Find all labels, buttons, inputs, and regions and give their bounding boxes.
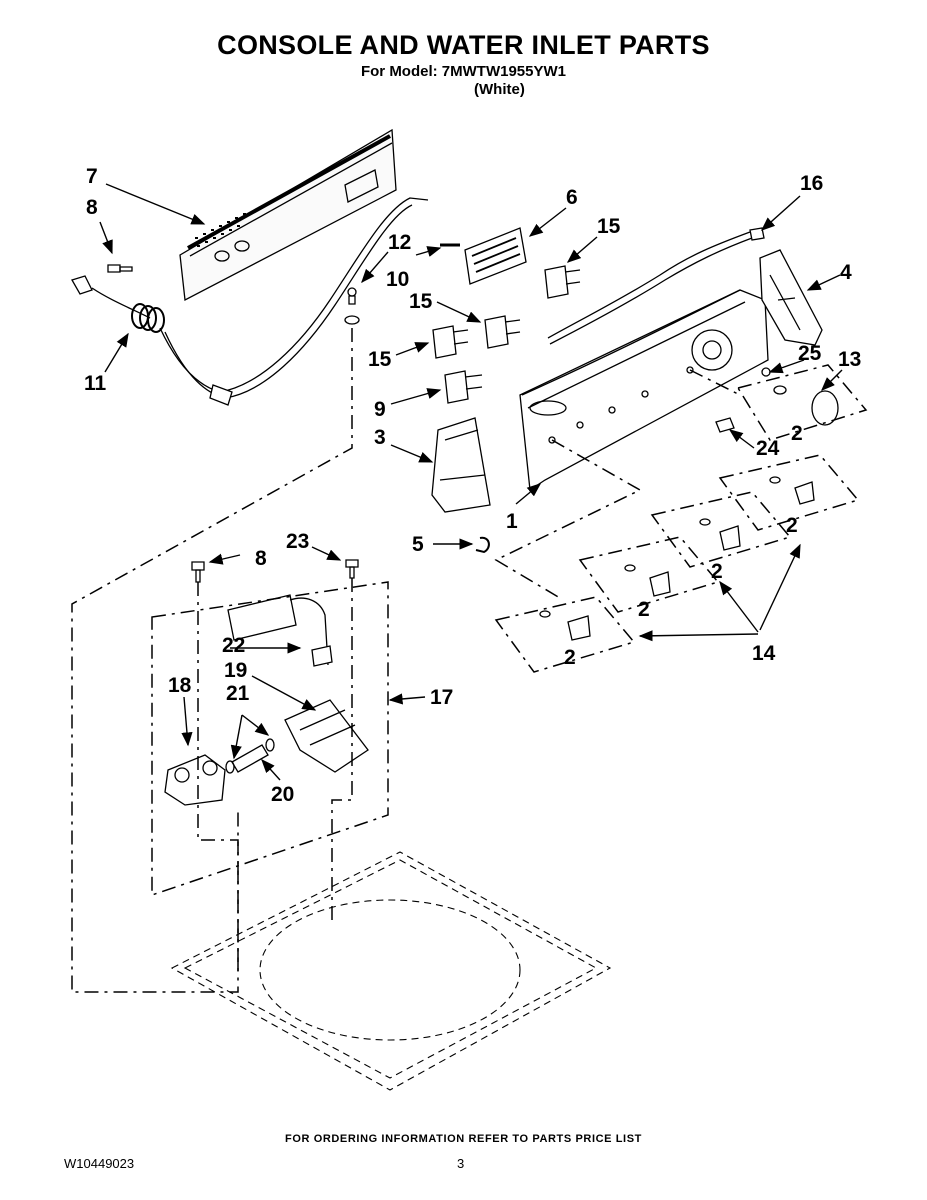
callout-14: 14 (752, 642, 776, 665)
callout-9: 9 (374, 398, 386, 421)
callout-2-d: 2 (638, 598, 650, 621)
switch-9 (444, 370, 483, 404)
callout-16: 16 (800, 172, 823, 195)
callout-23: 23 (286, 530, 309, 553)
callout-1: 1 (506, 510, 518, 533)
rear-console-panel (179, 128, 397, 302)
top-cover-outline (170, 851, 612, 1091)
callout-4: 4 (840, 261, 852, 284)
callout-20: 20 (271, 783, 294, 806)
clamp-21 (225, 738, 275, 774)
color-line: (White) (474, 81, 525, 98)
ordering-note: FOR ORDERING INFORMATION REFER TO PARTS … (285, 1133, 642, 1145)
knob-c (624, 564, 671, 597)
callout-17: 17 (430, 686, 453, 709)
model-line: For Model: 7MWTW1955YW1 (360, 63, 566, 80)
callout-19: 19 (224, 659, 247, 682)
knob-d (539, 610, 591, 641)
electronic-control (440, 227, 527, 285)
screw-8-bottom (191, 561, 205, 583)
callout-12: 12 (388, 231, 411, 254)
clip-5 (475, 536, 490, 554)
callout-22: 22 (222, 634, 245, 657)
screw-23 (345, 559, 359, 579)
callout-2-c: 2 (711, 560, 723, 583)
console (519, 289, 769, 492)
callout-25: 25 (798, 342, 822, 365)
page-number: 3 (457, 1156, 465, 1171)
callout-15-middle: 15 (409, 290, 433, 313)
callout-labels: 7 8 11 12 10 6 15 15 15 9 3 5 1 16 4 25 … (84, 165, 861, 806)
callout-3: 3 (374, 426, 386, 449)
callout-10: 10 (386, 268, 409, 291)
wire-harness (547, 227, 765, 345)
screw-24 (715, 417, 735, 433)
callout-8-bottom: 8 (255, 547, 267, 570)
end-cap-right (759, 249, 823, 346)
callout-11: 11 (84, 372, 107, 395)
switch-15-left (432, 325, 469, 359)
page-title: CONSOLE AND WATER INLET PARTS (217, 30, 710, 60)
reference-lines (71, 328, 868, 993)
callout-2-a: 2 (791, 422, 803, 445)
callout-7: 7 (86, 165, 98, 188)
hose-20 (231, 744, 269, 773)
callout-15-left: 15 (368, 348, 392, 371)
knob-13 (773, 385, 839, 426)
switch-15-right (544, 265, 581, 299)
callout-6: 6 (566, 186, 578, 209)
knob-b (699, 518, 741, 551)
knob-a (769, 476, 815, 505)
callout-8-top: 8 (86, 196, 98, 219)
callout-2-e: 2 (564, 646, 576, 669)
power-cord (71, 197, 429, 406)
document-number: W10449023 (64, 1156, 135, 1171)
callout-18: 18 (168, 674, 192, 697)
leader-arrows (99, 183, 843, 781)
callout-24: 24 (756, 437, 780, 460)
callout-15-top: 15 (597, 215, 621, 238)
water-valve-18 (164, 754, 226, 806)
switch-15-middle (484, 315, 521, 349)
callout-13: 13 (838, 348, 861, 371)
callout-5: 5 (412, 533, 424, 556)
ground-screw-12 (344, 287, 360, 325)
spring-25 (761, 367, 771, 377)
end-cap-left (431, 417, 491, 513)
callout-21: 21 (226, 682, 250, 705)
dispenser-19 (284, 699, 369, 773)
screw-8-top (107, 264, 133, 273)
callout-2-b: 2 (786, 514, 798, 537)
